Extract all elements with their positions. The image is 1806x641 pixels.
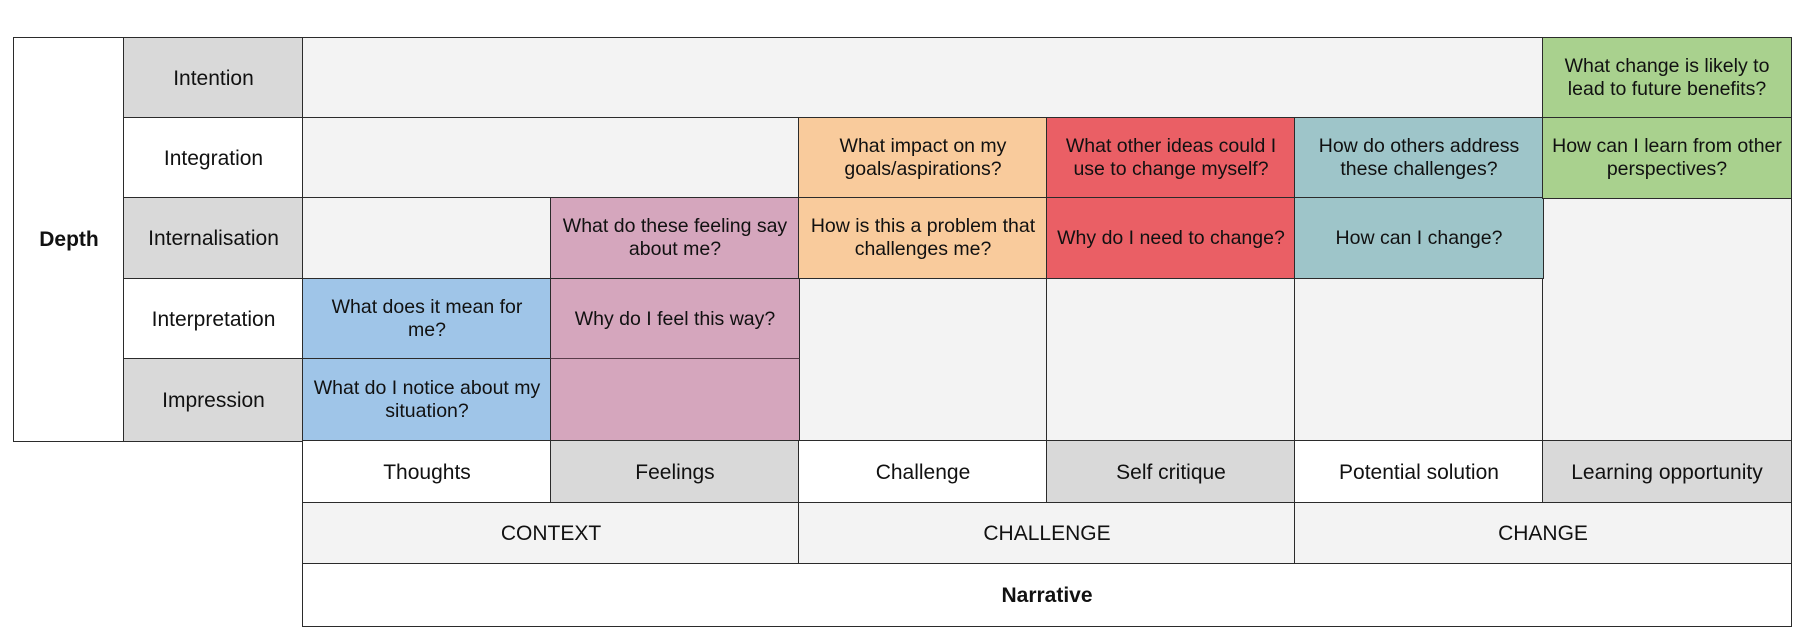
group-header-change: CHANGE bbox=[1294, 502, 1792, 565]
empty-cell-integration bbox=[302, 117, 800, 199]
question-selfcritique-integration: What other ideas could I use to change m… bbox=[1046, 117, 1296, 199]
empty-cell-solution-lower bbox=[1294, 278, 1544, 442]
empty-cell-intention bbox=[302, 37, 1544, 119]
depth-axis-label: Depth bbox=[13, 37, 125, 442]
column-header-potential-solution: Potential solution bbox=[1294, 440, 1544, 504]
question-selfcritique-internalisation: Why do I need to change? bbox=[1046, 197, 1296, 279]
group-header-context: CONTEXT bbox=[302, 502, 800, 565]
question-thoughts-impression: What do I notice about my situation? bbox=[302, 358, 552, 442]
question-learning-integration: How can I learn from other perspectives? bbox=[1542, 117, 1792, 199]
question-solution-internalisation: How can I change? bbox=[1294, 197, 1544, 279]
empty-cell-challenge-lower bbox=[798, 278, 1048, 442]
empty-cell-selfcritique-lower bbox=[1046, 278, 1296, 442]
column-header-learning-opportunity: Learning opportunity bbox=[1542, 440, 1792, 504]
narrative-axis-label: Narrative bbox=[302, 563, 1792, 627]
feelings-impression-cell bbox=[550, 358, 800, 442]
row-header-intention: Intention bbox=[123, 37, 304, 119]
row-header-internalisation: Internalisation bbox=[123, 197, 304, 279]
row-header-impression: Impression bbox=[123, 358, 304, 442]
question-feelings-interpretation: Why do I feel this way? bbox=[550, 278, 800, 360]
row-header-integration: Integration bbox=[123, 117, 304, 199]
row-header-interpretation: Interpretation bbox=[123, 278, 304, 360]
column-header-thoughts: Thoughts bbox=[302, 440, 552, 504]
question-learning-intention: What change is likely to lead to future … bbox=[1542, 37, 1792, 119]
question-challenge-integration: What impact on my goals/aspirations? bbox=[798, 117, 1048, 199]
question-challenge-internalisation: How is this a problem that challenges me… bbox=[798, 197, 1048, 279]
question-solution-integration: How do others address these challenges? bbox=[1294, 117, 1544, 199]
group-header-challenge: CHALLENGE bbox=[798, 502, 1296, 565]
empty-cell-learning-lower bbox=[1542, 197, 1792, 442]
column-header-self-critique: Self critique bbox=[1046, 440, 1296, 504]
column-header-feelings: Feelings bbox=[550, 440, 800, 504]
question-feelings-internalisation: What do these feeling say about me? bbox=[550, 197, 800, 279]
question-thoughts-interpretation: What does it mean for me? bbox=[302, 278, 552, 360]
column-header-challenge: Challenge bbox=[798, 440, 1048, 504]
empty-cell-internalisation bbox=[302, 197, 552, 279]
